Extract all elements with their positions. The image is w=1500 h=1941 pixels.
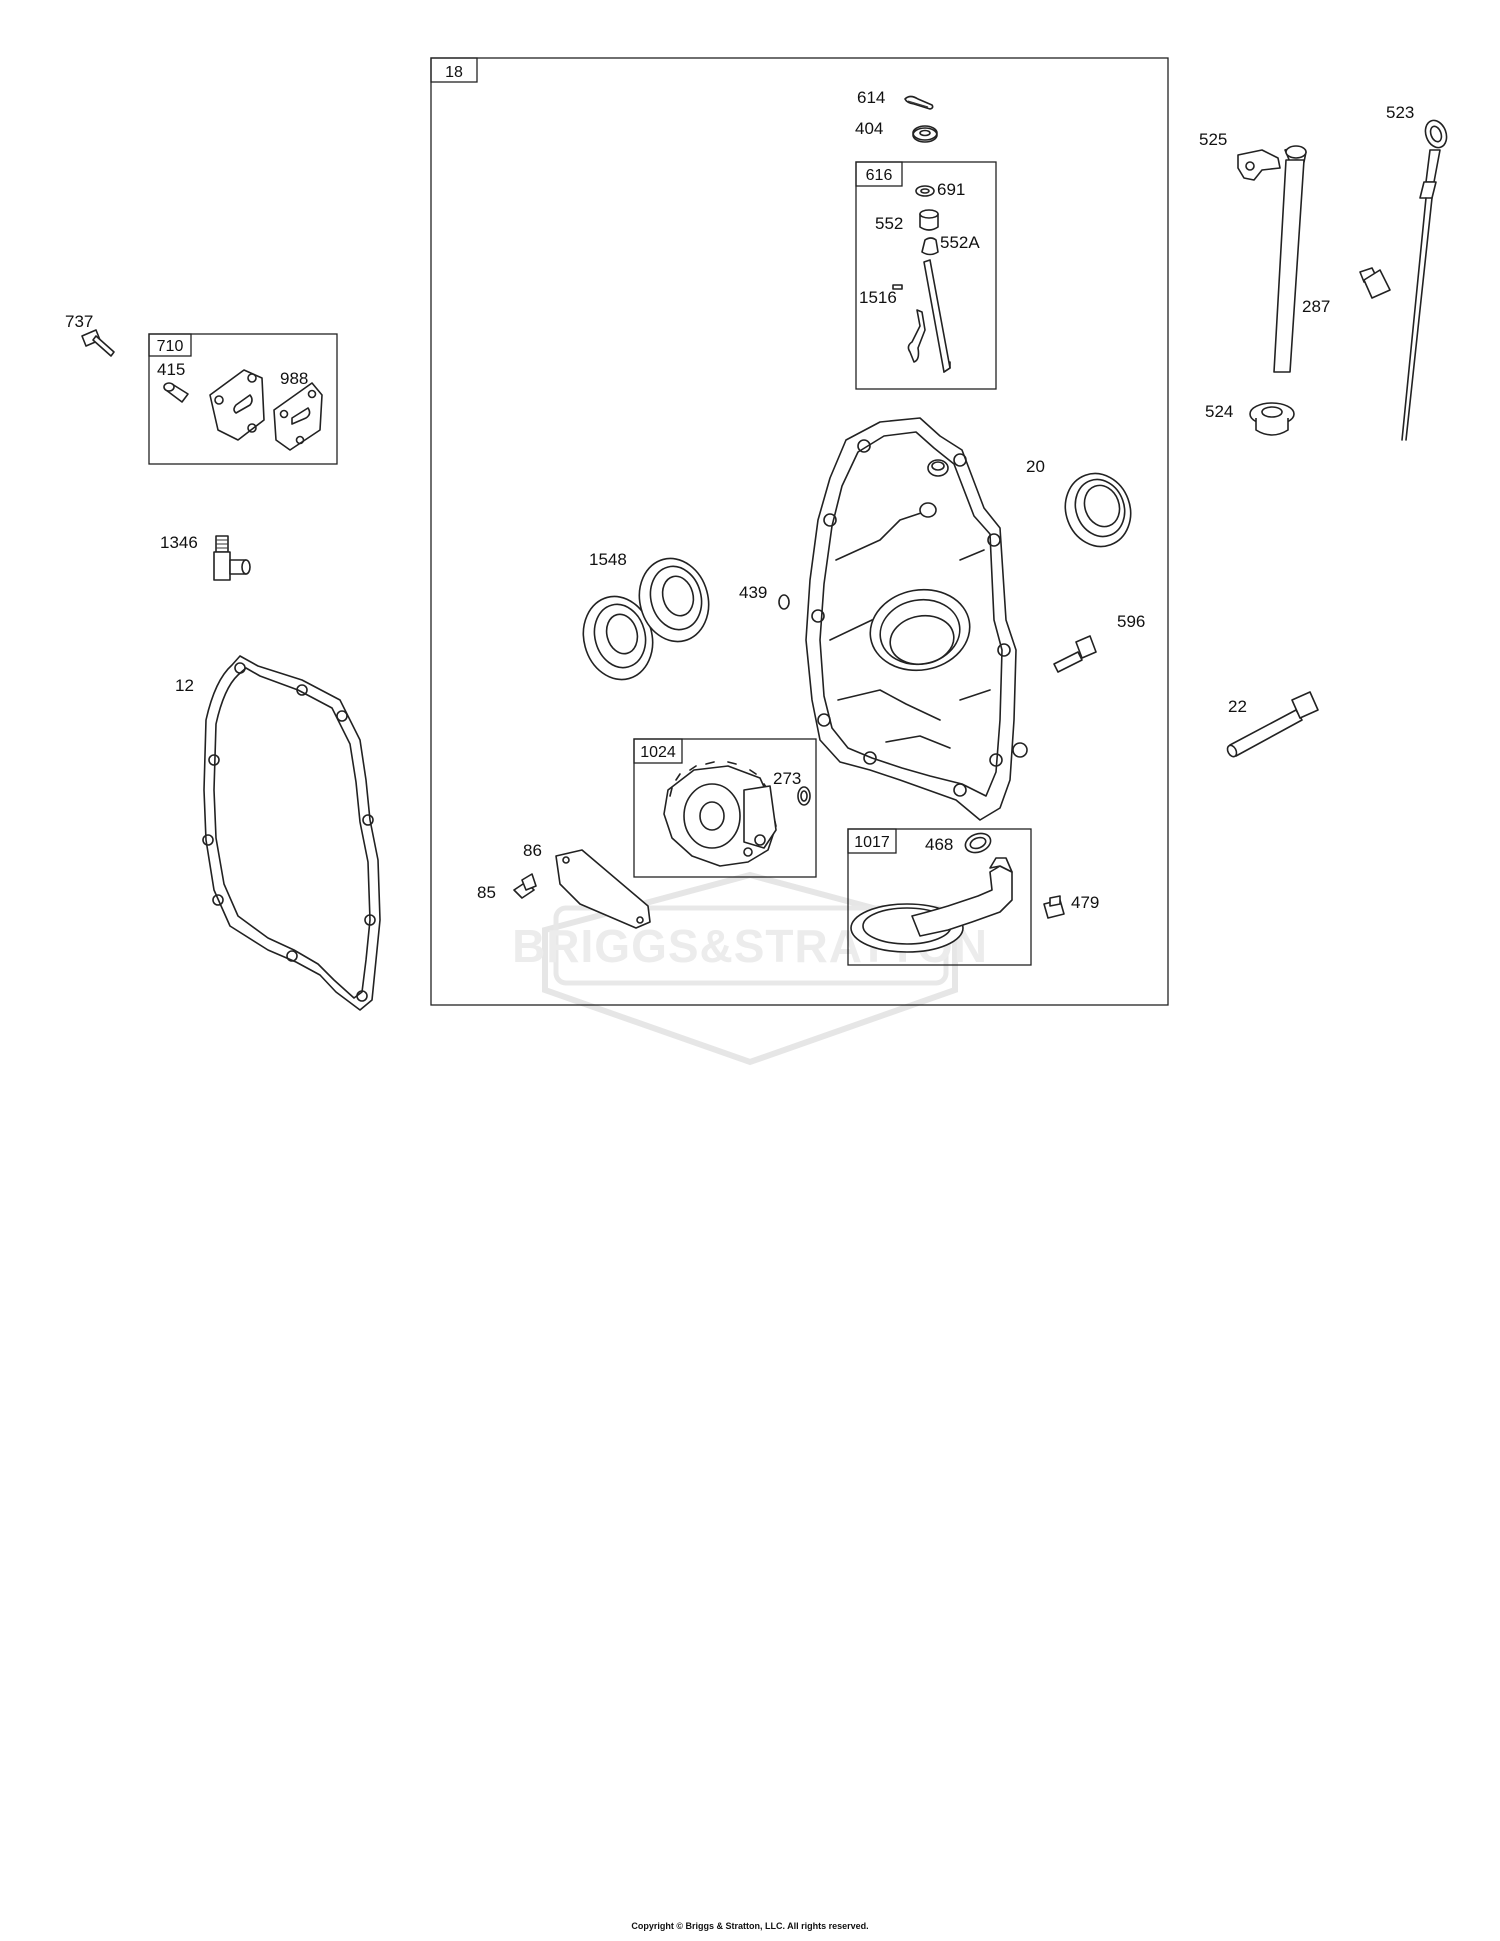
- fitting-415-part: [163, 382, 189, 403]
- o-ring-273-part: [797, 786, 811, 806]
- crankcase-gasket-part: [202, 655, 381, 1011]
- callout-552A: 552A: [940, 233, 980, 252]
- callout-86: 86: [523, 841, 542, 860]
- callout-415: 415: [157, 360, 185, 379]
- callout-1516: 1516: [859, 288, 897, 307]
- callout-988: 988: [280, 369, 308, 388]
- callout-552: 552: [875, 214, 903, 233]
- callout-287: 287: [1302, 297, 1330, 316]
- screw-479-part: [1043, 895, 1065, 919]
- group-1024-label: 1024: [640, 744, 676, 761]
- cover-plate-part: [209, 369, 265, 441]
- group-18-label: 18: [445, 64, 463, 81]
- callout-523: 523: [1386, 103, 1414, 122]
- callout-85: 85: [477, 883, 496, 902]
- bolt-596-part: [1053, 635, 1097, 673]
- group-1017-label: 1017: [854, 834, 890, 851]
- cotter-pin-part: [904, 95, 934, 110]
- callout-691: 691: [937, 180, 965, 199]
- group-710-label: 710: [157, 338, 184, 355]
- callout-273: 273: [773, 769, 801, 788]
- callout-1346: 1346: [160, 533, 198, 552]
- callout-22: 22: [1228, 697, 1247, 716]
- callout-525: 525: [1199, 130, 1227, 149]
- callout-12: 12: [175, 676, 194, 695]
- grommet-part: [1249, 402, 1295, 436]
- callout-596: 596: [1117, 612, 1145, 631]
- callout-614: 614: [857, 88, 885, 107]
- callout-1548: 1548: [589, 550, 627, 569]
- oil-seal-part: [1064, 472, 1132, 548]
- oil-pump-part: [663, 761, 777, 867]
- callout-404: 404: [855, 119, 883, 138]
- group-1017: 1017: [847, 828, 1032, 966]
- bearing-part-a: [582, 595, 654, 681]
- callout-468: 468: [925, 835, 953, 854]
- callout-20: 20: [1026, 457, 1045, 476]
- dipstick-part: [1401, 119, 1448, 441]
- copyright-notice: Copyright © Briggs & Stratton, LLC. All …: [631, 1921, 869, 1931]
- screw-85-part: [513, 873, 537, 899]
- plug-part: [1359, 267, 1391, 299]
- gasket-988-part: [273, 382, 323, 451]
- group-18: 18: [430, 57, 1169, 1006]
- crankcase-cover-part: [805, 417, 1028, 821]
- callout-524: 524: [1205, 402, 1233, 421]
- elbow-fitting-part: [213, 535, 251, 581]
- bearing-part-b: [638, 557, 710, 643]
- group-710: 710: [148, 333, 338, 465]
- group-616-label: 616: [866, 167, 893, 184]
- bushing-part: [919, 209, 939, 231]
- cover-plate-86-part: [555, 849, 651, 929]
- group-616: 616: [855, 161, 997, 390]
- cap-part: [921, 237, 939, 256]
- washer-part: [912, 125, 938, 143]
- o-ring-468-part: [964, 832, 992, 854]
- callout-479: 479: [1071, 893, 1099, 912]
- small-washer-part: [915, 185, 935, 197]
- bolt-22-part: [1226, 691, 1319, 758]
- bolt-737-part: [81, 329, 115, 357]
- group-1024: 1024: [633, 738, 817, 878]
- o-ring-439-part: [778, 594, 790, 610]
- dipstick-tube-part: [1237, 145, 1307, 373]
- callout-439: 439: [739, 583, 767, 602]
- oil-pickup-part: [850, 857, 1013, 953]
- governor-shaft-part: [892, 259, 951, 373]
- callout-737: 737: [65, 312, 93, 331]
